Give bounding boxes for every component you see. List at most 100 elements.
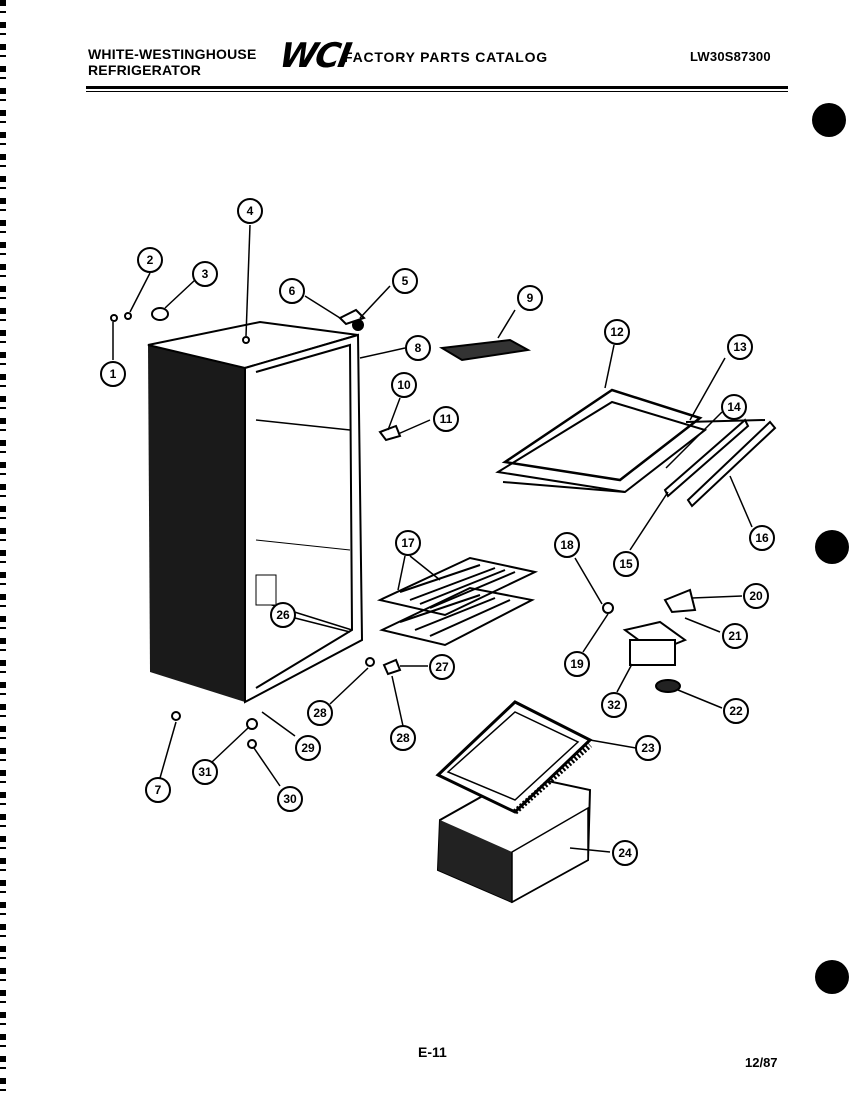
callout-label: 26 — [276, 608, 290, 622]
small-parts-drawing — [110, 307, 697, 749]
callout-circle — [392, 268, 418, 294]
callout-circle — [721, 394, 747, 420]
wire-shelves-drawing — [376, 556, 539, 647]
callout-circle — [395, 530, 421, 556]
callout-circle — [192, 759, 218, 785]
callout-label: 21 — [728, 629, 742, 643]
callout-circle — [307, 700, 333, 726]
callout-label: 17 — [401, 536, 415, 550]
callout-32: 32 — [601, 692, 627, 718]
page-number: E-11 — [418, 1044, 447, 1060]
callout-28a: 28 — [307, 700, 333, 726]
callout-28b: 28 — [390, 725, 416, 751]
callout-30: 30 — [277, 786, 303, 812]
callout-label: 12 — [610, 325, 624, 339]
callout-circle — [270, 602, 296, 628]
callout-label: 18 — [560, 538, 574, 552]
binding-edge — [0, 0, 6, 1098]
callout-label: 32 — [607, 698, 621, 712]
callout-24: 24 — [612, 840, 638, 866]
callout-label: 5 — [402, 274, 409, 288]
callout-3: 3 — [192, 261, 218, 287]
callout-circle — [279, 278, 305, 304]
callout-circle — [433, 406, 459, 432]
callout-label: 4 — [247, 204, 254, 218]
callout-21: 21 — [722, 623, 748, 649]
callout-2: 2 — [137, 247, 163, 273]
callout-4: 4 — [237, 198, 263, 224]
callout-label: 6 — [289, 284, 296, 298]
callout-label: 16 — [755, 531, 769, 545]
callout-16: 16 — [749, 525, 775, 551]
callout-label: 30 — [283, 792, 297, 806]
callout-circle — [604, 319, 630, 345]
callout-label: 7 — [155, 783, 162, 797]
punch-hole-bottom — [815, 960, 849, 994]
callout-label: 27 — [435, 660, 449, 674]
callout-circle — [295, 735, 321, 761]
callout-1: 1 — [100, 361, 126, 387]
punch-hole-top — [812, 103, 846, 137]
callout-label: 31 — [198, 765, 212, 779]
brand-name: WHITE-WESTINGHOUSE — [88, 46, 257, 62]
callout-circle — [517, 285, 543, 311]
callout-circle — [601, 692, 627, 718]
callout-label: 20 — [749, 589, 763, 603]
callout-label: 22 — [729, 704, 743, 718]
model-number: LW30S87300 — [690, 49, 771, 64]
callout-9: 9 — [517, 285, 543, 311]
callout-26: 26 — [270, 602, 296, 628]
callout-circle — [727, 334, 753, 360]
callout-label: 14 — [727, 400, 741, 414]
callout-circle — [137, 247, 163, 273]
callout-circle — [192, 261, 218, 287]
callout-circle — [723, 698, 749, 724]
callout-circle — [635, 735, 661, 761]
callout-label: 15 — [619, 557, 633, 571]
header-rule-thin — [86, 91, 788, 92]
callout-circle — [554, 532, 580, 558]
brand-block: WHITE-WESTINGHOUSE REFRIGERATOR — [88, 46, 256, 78]
callout-label: 29 — [301, 741, 315, 755]
callout-10: 10 — [391, 372, 417, 398]
callout-22: 22 — [723, 698, 749, 724]
callout-circle — [145, 777, 171, 803]
callout-circle — [391, 372, 417, 398]
callout-circle — [743, 583, 769, 609]
callout-label: 9 — [527, 291, 534, 305]
leader-lines — [112, 224, 753, 853]
callout-5: 5 — [392, 268, 418, 294]
punch-hole-middle — [815, 530, 849, 564]
callout-29: 29 — [295, 735, 321, 761]
callout-14: 14 — [721, 394, 747, 420]
callout-label: 8 — [415, 341, 422, 355]
callout-circle — [237, 198, 263, 224]
drawer-pan-drawing — [436, 773, 592, 904]
catalog-title: FACTORY PARTS CATALOG — [344, 49, 548, 65]
callout-label: 19 — [570, 657, 584, 671]
revision-date: 12/87 — [745, 1055, 778, 1070]
callout-circle — [100, 361, 126, 387]
product-type: REFRIGERATOR — [88, 62, 202, 78]
callout-8: 8 — [405, 335, 431, 361]
callout-7: 7 — [145, 777, 171, 803]
callout-23: 23 — [635, 735, 661, 761]
callout-label: 23 — [641, 741, 655, 755]
callout-15: 15 — [613, 551, 639, 577]
callout-label: 11 — [440, 412, 453, 426]
callout-label: 10 — [397, 378, 411, 392]
callout-circle — [612, 840, 638, 866]
callout-27: 27 — [429, 654, 455, 680]
callout-label: 28 — [313, 706, 327, 720]
callout-circle — [749, 525, 775, 551]
callout-circle — [722, 623, 748, 649]
callout-6: 6 — [279, 278, 305, 304]
callout-11: 11 — [433, 406, 459, 432]
callout-12: 12 — [604, 319, 630, 345]
callout-label: 28 — [396, 731, 410, 745]
callout-18: 18 — [554, 532, 580, 558]
freezer-shelves-drawing — [495, 388, 777, 508]
header-rule — [86, 86, 788, 89]
